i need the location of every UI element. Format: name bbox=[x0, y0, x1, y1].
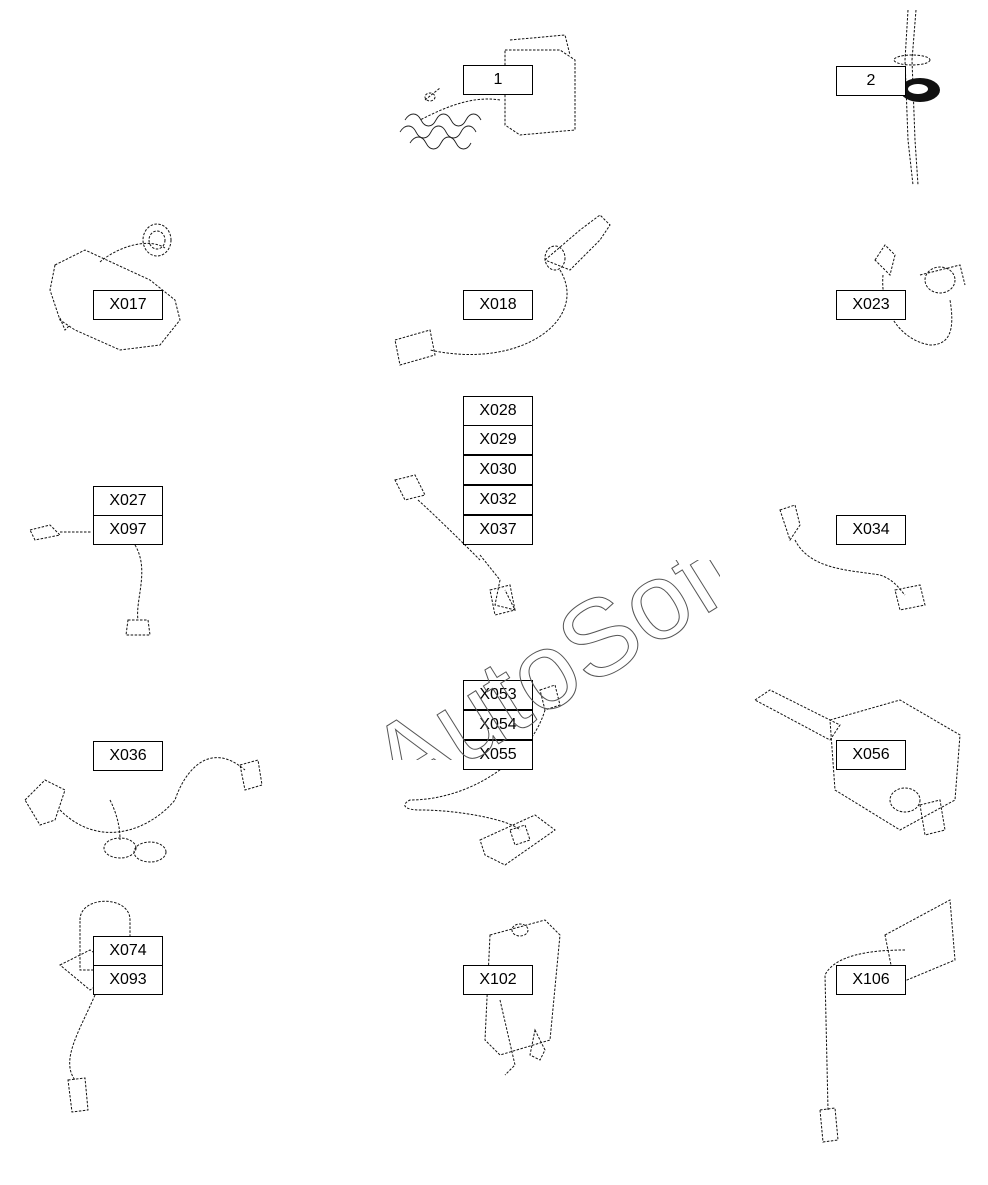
label-x032: X032 bbox=[463, 485, 533, 515]
x106-drawing bbox=[819, 899, 956, 1143]
label-x053: X053 bbox=[463, 680, 533, 710]
label-x037: X037 bbox=[463, 515, 533, 545]
x017-drawing bbox=[49, 223, 181, 351]
label-x028: X028 bbox=[463, 396, 533, 426]
x102-drawing bbox=[484, 919, 561, 1076]
label-x034: X034 bbox=[836, 515, 906, 545]
component-2-drawing bbox=[893, 9, 940, 186]
label-x036: X036 bbox=[93, 741, 163, 771]
label-x029: X029 bbox=[463, 425, 533, 455]
label-x018: X018 bbox=[463, 290, 533, 320]
label-x023: X023 bbox=[836, 290, 906, 320]
label-x027: X027 bbox=[93, 486, 163, 516]
label-2: 2 bbox=[836, 66, 906, 96]
label-x093: X093 bbox=[93, 965, 163, 995]
label-x102: X102 bbox=[463, 965, 533, 995]
x023-drawing bbox=[874, 244, 966, 346]
x027-x097-drawing bbox=[29, 524, 151, 636]
label-x074: X074 bbox=[93, 936, 163, 966]
x036-drawing bbox=[24, 757, 263, 863]
x074-x093-drawing bbox=[59, 900, 131, 1113]
x034-drawing bbox=[779, 504, 926, 611]
label-x056: X056 bbox=[836, 740, 906, 770]
label-x017: X017 bbox=[93, 290, 163, 320]
x056-drawing bbox=[754, 689, 961, 836]
label-x054: X054 bbox=[463, 710, 533, 740]
label-x030: X030 bbox=[463, 455, 533, 485]
label-x106: X106 bbox=[836, 965, 906, 995]
x018-drawing bbox=[394, 214, 611, 366]
label-x097: X097 bbox=[93, 515, 163, 545]
x028-x037-drawing bbox=[394, 474, 516, 616]
label-1: 1 bbox=[463, 65, 533, 95]
label-x055: X055 bbox=[463, 740, 533, 770]
component-1-drawing bbox=[399, 34, 576, 150]
